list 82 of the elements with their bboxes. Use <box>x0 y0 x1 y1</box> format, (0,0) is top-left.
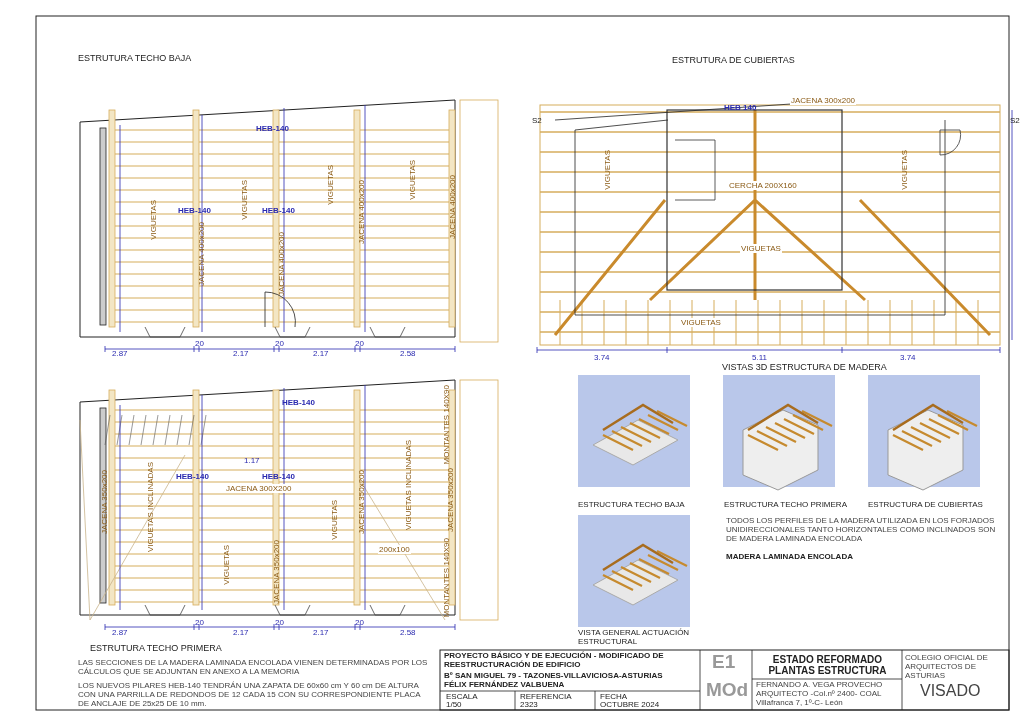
sheet-code: E1 <box>712 652 736 671</box>
view-caption: VISTA GENERAL ACTUACIÓN ESTRUCTURAL <box>578 628 691 647</box>
member-label: VIGUETAS <box>900 150 910 190</box>
member-label: VIGUETAS <box>680 318 722 328</box>
dimension-value: 5.11 <box>752 353 767 363</box>
handwritten-value: FECHA <box>600 693 628 702</box>
member-label: JACENA 400x200 <box>197 222 207 287</box>
member-label: JACENA 350x200 <box>272 540 282 605</box>
drawing-title: VISTAS 3D ESTRUCTURA DE MADERA <box>722 362 887 373</box>
member-label: VIGUETAS <box>326 165 336 205</box>
profile-label: HEB-140 <box>256 124 289 134</box>
member-label: JACENA 350x200 <box>357 470 367 535</box>
member-label: JACENA 300x200 <box>790 96 857 106</box>
architect-stamp-text: ARQUITECTO -Col.nº 2400- COAL <box>756 690 882 699</box>
architect-stamp-text: Villafranca 7, 1º-C- León <box>756 699 843 708</box>
title-block-text: FÉLIX FERNÁNDEZ VALBUENA <box>444 681 565 690</box>
dimension-value: 20 <box>195 618 204 628</box>
dimension-value: 20 <box>275 339 284 349</box>
member-label: VIGUETAS <box>222 545 232 585</box>
member-label: VIGUETAS INCLINADAS <box>404 440 414 531</box>
view-caption: ESTRUCTURA DE CUBIERTAS <box>868 500 984 510</box>
title-block-text: PROYECTO BÁSICO Y DE EJECUCIÓN - MODIFICADO DE REESTRUCTURACIÓN DE EDIFICIO <box>444 652 665 670</box>
dimension-value: 2.17 <box>233 628 249 638</box>
member-label: VIGUETAS <box>330 500 340 540</box>
profile-label: HEB-140 <box>176 472 209 482</box>
member-label: CERCHA 200X160 <box>728 181 798 191</box>
member-label: VIGUETAS <box>240 180 250 220</box>
drawing-title: ESTRUTURA TECHO BAJA <box>78 53 192 64</box>
member-label: JACENA 300X200 <box>225 484 293 494</box>
stamp-text: VISADO <box>920 682 981 701</box>
handwritten-value: REFERENCIA <box>520 693 572 702</box>
profile-label: HEB-140 <box>282 398 315 408</box>
dimension-value: 20 <box>355 339 364 349</box>
dimension-value: 20 <box>195 339 204 349</box>
member-label: VIGUETAS INCLINADAS <box>146 462 156 553</box>
member-label: JACENA 350x200 <box>446 468 456 533</box>
member-label: VIGUETAS <box>740 244 782 254</box>
stamp-text: COLEGIO OFICIAL DE ARQUITECTOS DE ASTURIAS <box>905 653 989 681</box>
section-mark: S2 <box>532 116 542 126</box>
profile-label: HEB-140 <box>178 206 211 216</box>
handwritten-value: 2323 <box>520 701 538 710</box>
handwritten-value: 1/50 <box>446 701 462 710</box>
dimension-value: 2.17 <box>233 349 249 359</box>
profile-label: HEB-140 <box>262 206 295 216</box>
profile-label: HEB-140 <box>262 472 295 482</box>
dimension-value: 2.58 <box>400 628 416 638</box>
dimension-value: 2.17 <box>313 628 329 638</box>
dimension-value: 20 <box>275 618 284 628</box>
handwritten-value: ESCALA <box>446 693 478 702</box>
sheet-title: ESTADO REFORMADO PLANTAS ESTRUCTURA <box>767 655 888 676</box>
dimension-value: 3.74 <box>900 353 916 363</box>
dimension-value: 3.74 <box>594 353 610 363</box>
member-label: MONTANTES 140X90 <box>442 385 452 465</box>
member-label: VIGUETAS <box>149 200 159 240</box>
note-text: LAS SECCIONES DE LA MADERA LAMINADA ENCOLADA VIENEN DETERMINADAS POR LOS CÁLCULOS QUE SE ADJUNTAN EN ANEXO A LA MEMORIA <box>78 658 429 677</box>
member-label: JACENA 400x200 <box>277 232 287 297</box>
profile-label: HEB 140 <box>724 103 757 113</box>
member-label: JACENA 400x200 <box>448 175 458 240</box>
note-text: LOS NUEVOS PILARES HEB-140 TENDRÁN UNA ZAPATA DE 60x60 cm Y 60 cm DE ALTURA CON UNA PARRILLA DE REDONDOS DE 12 CADA 15 CON SU CORRESPONDIENTE PLACA DE ANCLAJE DE 25x25 DE 10 mm. <box>78 681 422 709</box>
member-label: JACENA 400x200 <box>357 180 367 245</box>
view-caption: ESTRUCTURA TECHO BAJA <box>578 500 686 510</box>
member-label: VIGUETAS <box>408 160 418 200</box>
dimension-value: 20 <box>355 618 364 628</box>
sheet-code: MOd <box>706 680 749 699</box>
dimension-value: 1.17 <box>244 456 260 466</box>
title-block-text: Bº SAN MIGUEL 79 - TAZONES-VILLAVICIOSA-ASTURIAS <box>444 672 663 680</box>
dimension-value: 2.87 <box>112 628 128 638</box>
handwritten-value: OCTUBRE 2024 <box>600 701 660 710</box>
member-label: VIGUETAS <box>603 150 613 190</box>
member-label: JACENA 350x200 <box>100 470 110 535</box>
dimension-value: 2.17 <box>313 349 329 359</box>
section-mark: S2 <box>1010 116 1020 126</box>
spec-heading: MADERA LAMINADA ENCOLADA <box>726 552 853 562</box>
drawing-title: ESTRUTURA DE CUBIERTAS <box>672 55 795 66</box>
member-label: 200x100 <box>378 545 411 555</box>
dimension-value: 2.58 <box>400 349 416 359</box>
drawing-title: ESTRUTURA TECHO PRIMERA <box>90 643 222 654</box>
member-label: MONTANTES 140X90 <box>442 538 452 618</box>
view-caption: ESTRUCTURA TECHO PRIMERA <box>724 500 848 510</box>
dimension-value: 2.87 <box>112 349 128 359</box>
architect-stamp-text: FERNANDO A. VEGA PROVECHO <box>756 681 883 690</box>
note-text: TODOS LOS PERFILES DE LA MADERA UTILIZADA EN LOS FORJADOS UNIDIRECCIONALES TANTO HORIZONTALES COMO INCLINADOS SON DE MADERA LAMINADA ENCOLADA <box>726 516 997 544</box>
